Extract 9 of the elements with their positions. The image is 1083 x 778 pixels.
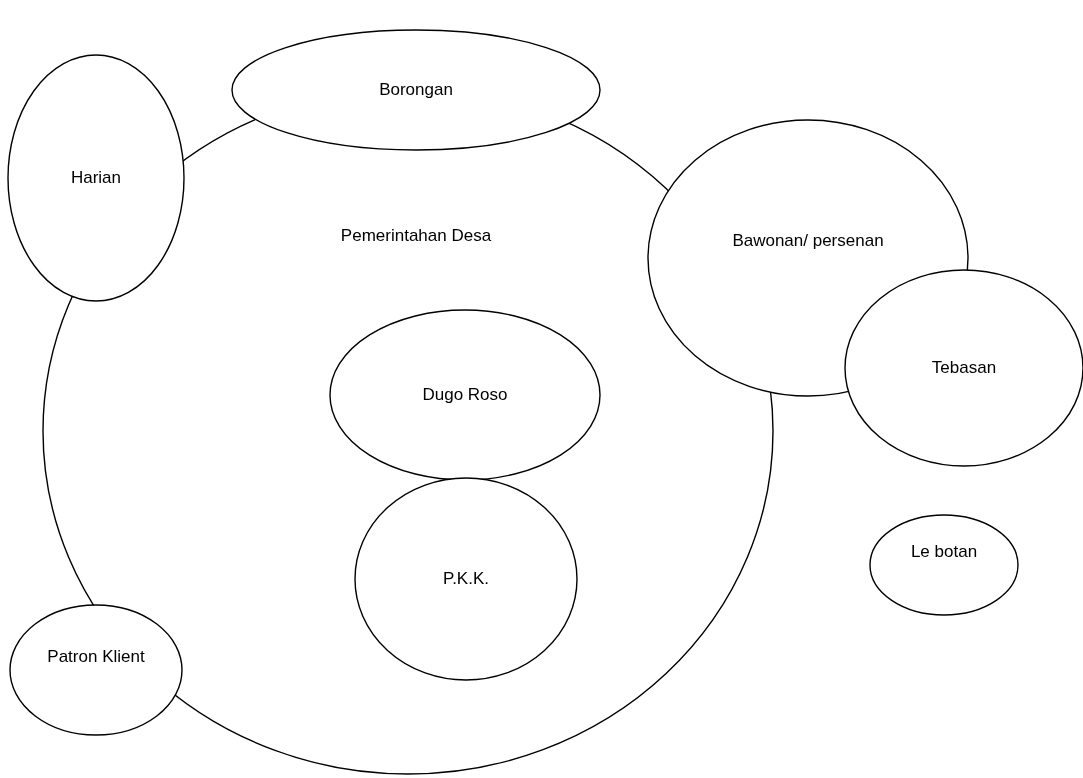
node-label: Le botan [909, 541, 979, 562]
node-label: Dugo Roso [421, 384, 509, 405]
node-label: Harian [69, 167, 123, 188]
node-label: P.K.K. [442, 568, 490, 589]
node-label: Patron Klient [46, 646, 146, 667]
node-label: Pemerintahan Desa [339, 225, 493, 246]
node-label: Borongan [378, 79, 454, 100]
node-label: Bawonan/ persenan [731, 230, 885, 251]
node-label: Tebasan [930, 357, 998, 378]
